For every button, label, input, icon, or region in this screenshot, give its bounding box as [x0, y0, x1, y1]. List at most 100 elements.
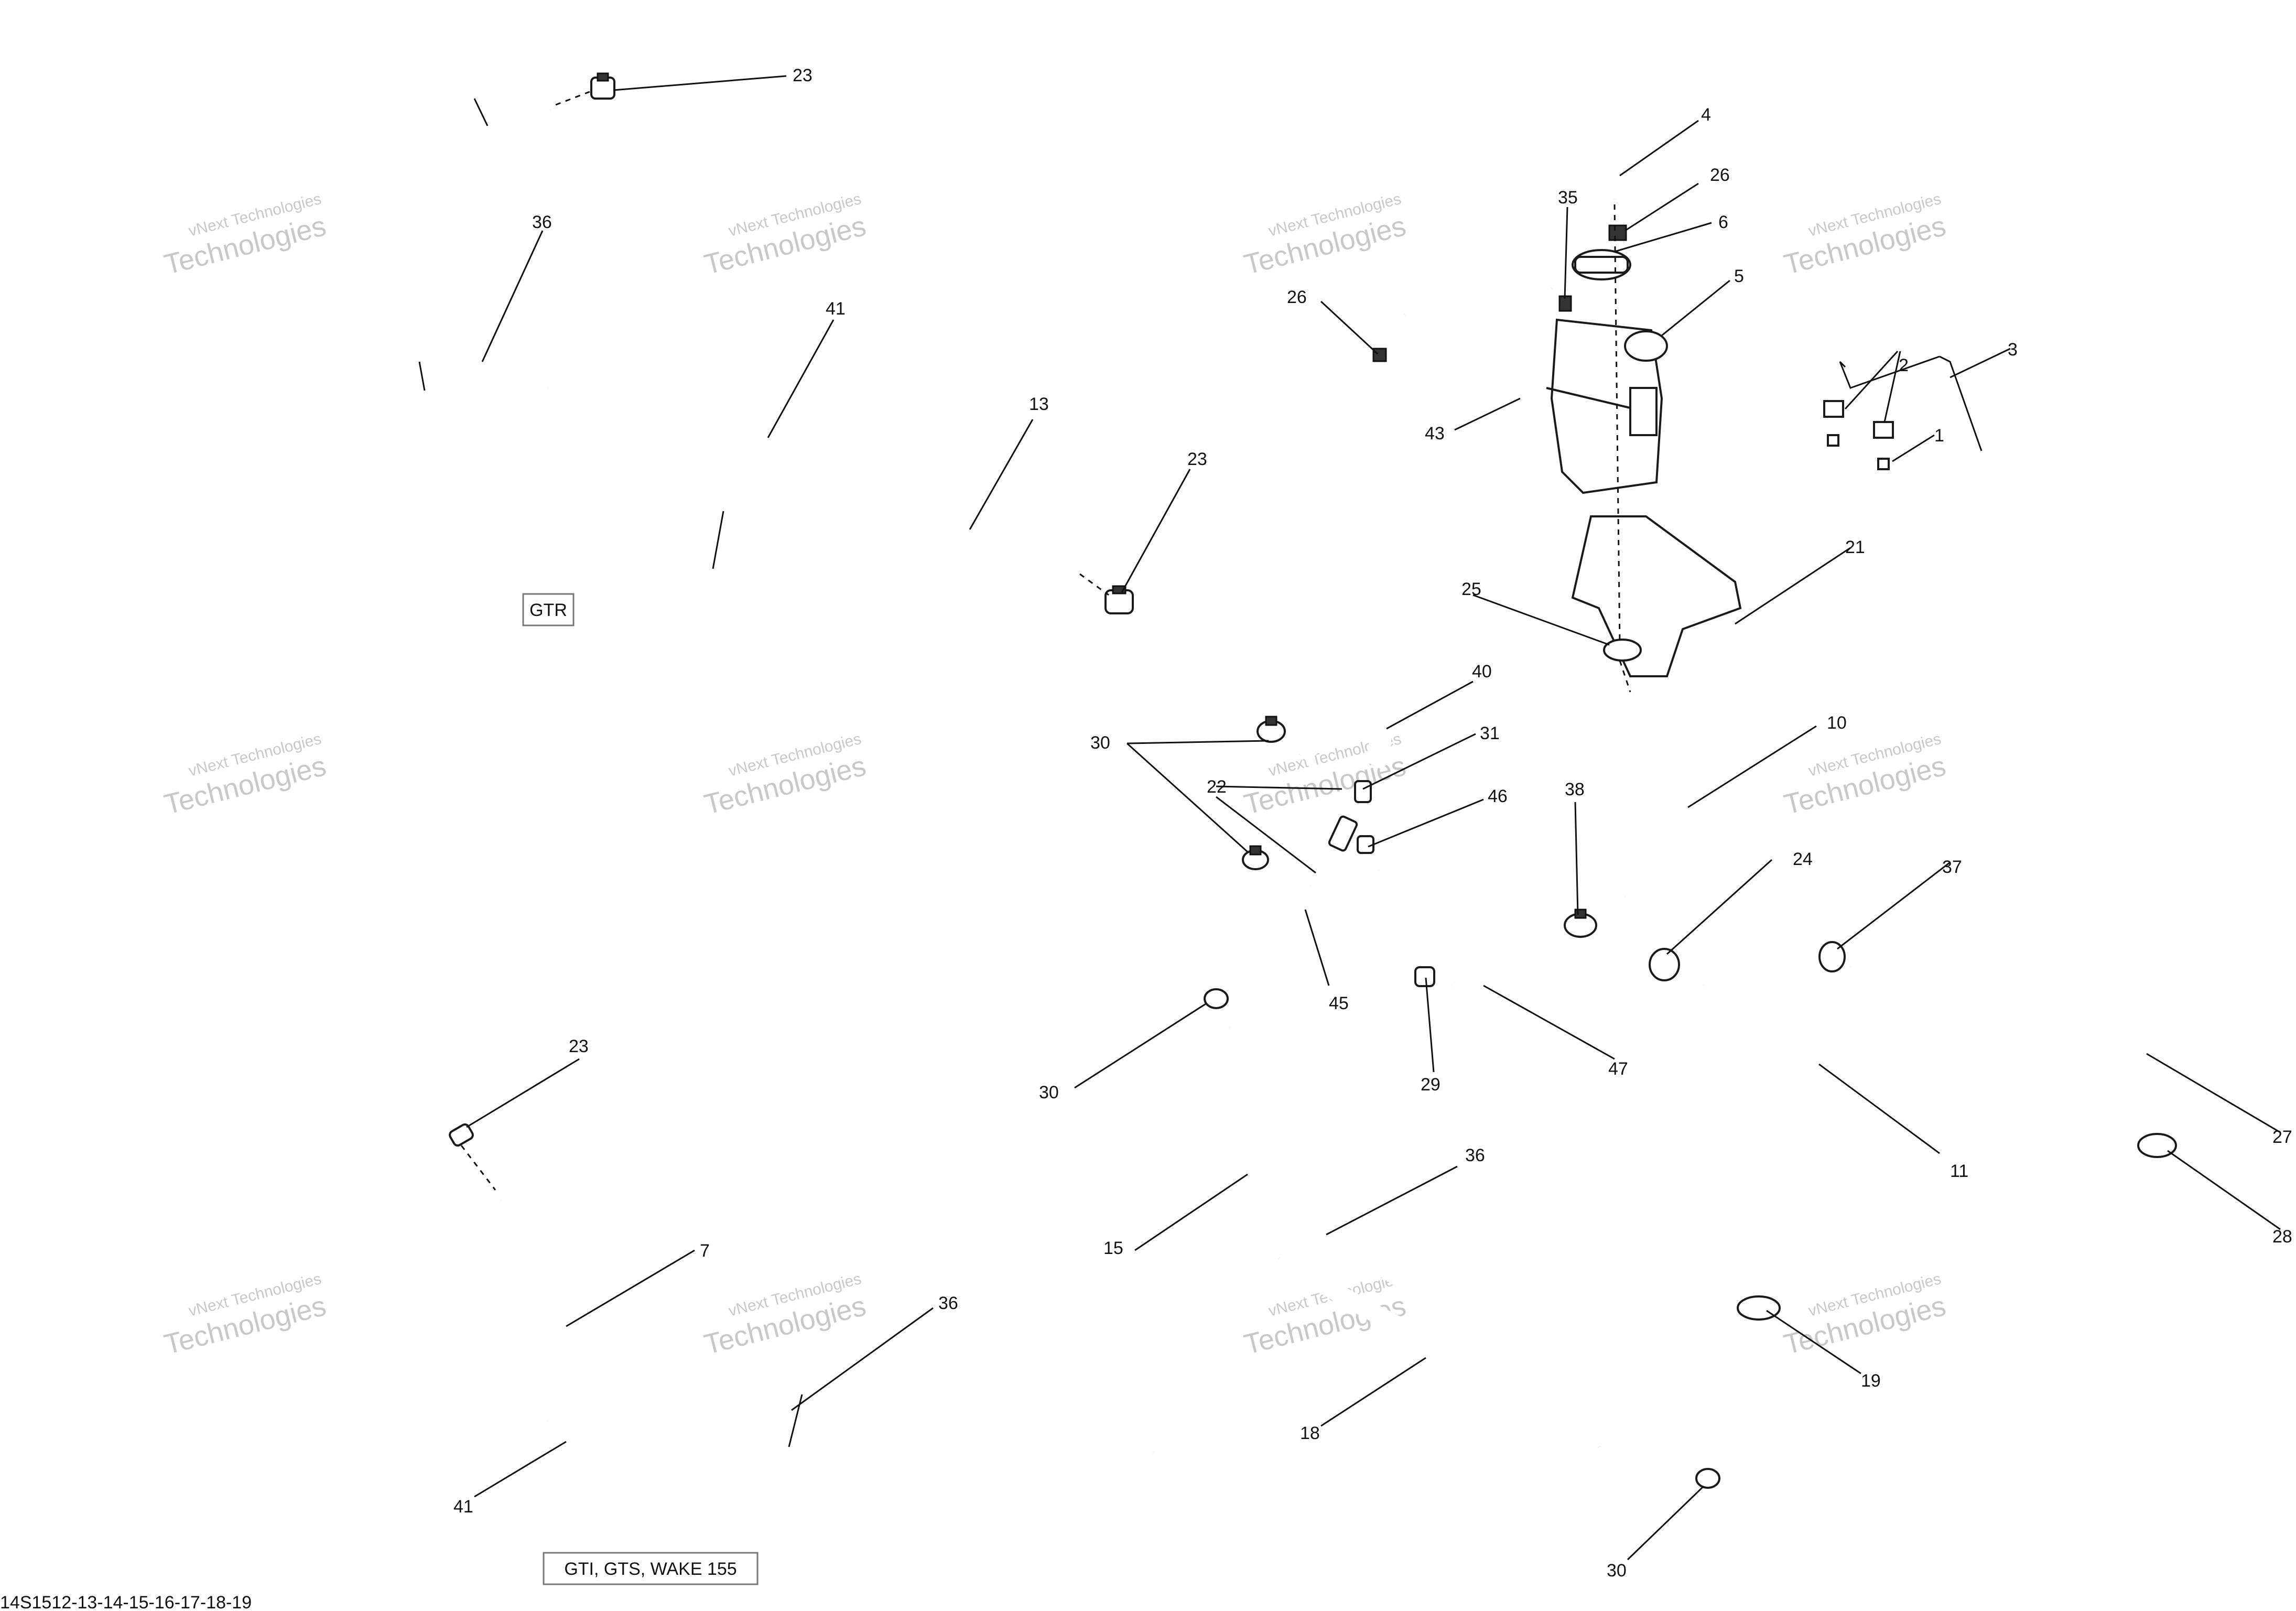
callout-7: 7 [700, 1241, 710, 1261]
nut-2-left [1823, 400, 1844, 418]
clamp-37 [1818, 941, 1846, 972]
callout-37: 37 [1942, 857, 1962, 877]
clamp-46 [1357, 835, 1374, 854]
callout-19: 19 [1861, 1371, 1881, 1391]
callout-31: 31 [1480, 723, 1500, 743]
clamp-30-bottom [1695, 1468, 1720, 1489]
reservoir-group [1372, 126, 1894, 938]
callout-29: 29 [1421, 1075, 1441, 1095]
watermark-4: vNext Technologies Technologies [1781, 190, 1948, 280]
clamp-30-lower [1242, 845, 1269, 870]
guide-line [460, 1145, 496, 1191]
clamp-30-upper [1257, 716, 1286, 743]
fittings-group [1242, 707, 1496, 1001]
callout-41b: 41 [453, 1497, 473, 1517]
clamp-19 [1737, 1295, 1781, 1321]
hose-43-fill [1506, 283, 1553, 593]
callout-24: 24 [1793, 849, 1813, 869]
callout-15: 15 [1103, 1238, 1123, 1258]
callout-27: 27 [2272, 1127, 2292, 1147]
callout-36a: 36 [532, 212, 552, 232]
fitting-22 [1328, 815, 1358, 852]
callout-26a: 26 [1710, 165, 1730, 185]
gti-model-label: GTI, GTS, WAKE 155 [564, 1559, 737, 1579]
watermark-3: vNext Technologies Technologies [1241, 190, 1409, 280]
clamp-23-top [590, 72, 615, 100]
guide-line [1613, 204, 1631, 693]
bottom-middle-group [1204, 988, 1720, 1489]
clamp-28 [2137, 1133, 2177, 1158]
clamp-29 [1414, 966, 1435, 987]
hose-40-fill [1292, 707, 1392, 771]
watermark-12: vNext Technologies Technologies [1781, 1270, 1948, 1360]
hose-41-fill [539, 376, 871, 475]
callout-30c: 30 [1607, 1561, 1627, 1581]
hose-47-fill [1371, 866, 1496, 1001]
callout-11: 11 [1950, 1161, 1968, 1181]
screw-1 [1877, 458, 1890, 470]
hose-7-fill [489, 1193, 1162, 1464]
right-hoses-group [1649, 941, 2177, 1321]
gtr-hose-group: GTR [384, 72, 1134, 626]
washer-25 [1603, 639, 1642, 662]
hose-10-fill [1618, 691, 1704, 912]
clamp-24 [1649, 948, 1680, 981]
hose-13 [397, 103, 1081, 572]
callout-10: 10 [1827, 713, 1847, 733]
callout-23c: 23 [569, 1036, 589, 1056]
callout-28: 28 [2272, 1227, 2292, 1247]
callout-4: 4 [1701, 105, 1711, 125]
watermark-10: vNext Technologies Technologies [701, 1270, 869, 1360]
callout-5: 5 [1734, 266, 1744, 286]
hose-4-fill [1399, 126, 1622, 320]
callout-30b: 30 [1039, 1083, 1059, 1102]
callout-21: 21 [1845, 537, 1865, 557]
reservoir-tank-5 [1546, 318, 1668, 494]
nut-2-right [1873, 421, 1894, 439]
watermark-5: vNext Technologies Technologies [161, 730, 329, 820]
callout-40: 40 [1472, 662, 1492, 682]
bracket-21 [1571, 515, 1742, 677]
callout-41a: 41 [826, 299, 846, 319]
tie-36-top [418, 98, 724, 569]
gtr-model-label: GTR [529, 600, 567, 620]
screw-left [1827, 434, 1839, 447]
hose-27-fill [1846, 954, 2174, 1107]
callout-6: 6 [1718, 212, 1728, 232]
callout-45: 45 [1329, 993, 1349, 1013]
hose-15-fill [1221, 1024, 1683, 1477]
guide-line [1079, 573, 1109, 596]
hose-13-fill [384, 88, 1088, 583]
callout-18: 18 [1300, 1423, 1320, 1443]
gtr-model-box [522, 593, 575, 626]
callout-47: 47 [1608, 1059, 1628, 1079]
callout-2: 2 [1899, 355, 1909, 375]
gti-model-box [543, 1552, 759, 1585]
hose-11-fill [1696, 972, 1886, 1269]
watermark-8: vNext Technologies Technologies [1781, 730, 1948, 820]
clamp-23-gti [449, 1123, 474, 1147]
hose-15 [1228, 1027, 1683, 1469]
watermark-6: vNext Technologies Technologies [701, 730, 869, 820]
callout-1: 1 [1934, 426, 1944, 446]
watermark-2: vNext Technologies Technologies [701, 190, 869, 280]
leader-lines [466, 75, 2281, 1561]
clamp-38 [1564, 909, 1597, 938]
callout-23a: 23 [793, 66, 813, 85]
callout-36b: 36 [1465, 1145, 1485, 1165]
callout-46: 46 [1488, 786, 1508, 806]
callout-43: 43 [1425, 424, 1445, 444]
clamp-26-left [1372, 348, 1387, 362]
guide-line [555, 91, 590, 106]
drawing-code: 14S1512-13-14-15-16-17-18-19 [0, 1593, 252, 1611]
callout-25: 25 [1461, 579, 1481, 599]
elbow-45-fill [1286, 878, 1315, 931]
callout-30a: 30 [1090, 733, 1110, 753]
callout-23b: 23 [1187, 449, 1207, 469]
callout-13: 13 [1029, 394, 1049, 414]
hose-18-fill [1274, 1250, 1608, 1450]
callout-3: 3 [2008, 340, 2018, 360]
callout-36c: 36 [938, 1293, 958, 1313]
hose-41-lower-fill [539, 1409, 871, 1508]
